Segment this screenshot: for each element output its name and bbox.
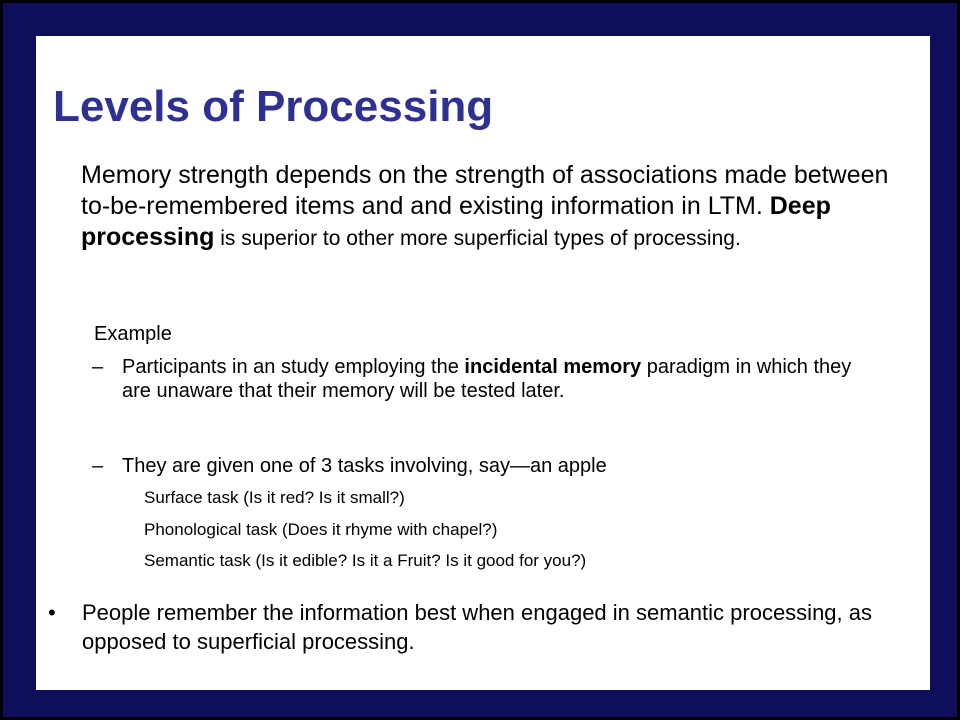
item-bold-term: incidental memory [464, 356, 642, 378]
slide-canvas: Levels of Processing Memory strength dep… [36, 36, 930, 690]
list-item: – Participants in an study employing the… [92, 355, 872, 403]
bullet-marker: • [48, 600, 56, 625]
sub-list-item: Surface task (Is it red? Is it small?) [144, 488, 405, 507]
list-item-text: They are given one of 3 tasks involving,… [122, 455, 607, 477]
intro-text-2: is superior to other more superficial ty… [214, 227, 741, 250]
dash-marker: – [92, 455, 104, 477]
dash-marker: – [92, 356, 104, 378]
list-item-text: Participants in an study employing the i… [122, 355, 872, 403]
example-label: Example [94, 323, 172, 345]
intro-paragraph: Memory strength depends on the strength … [81, 160, 911, 254]
intro-text-1: Memory strength depends on the strength … [81, 161, 889, 220]
item-text-2: paradigm in which they are unaware that … [122, 356, 852, 402]
sub-list-item: Semantic task (Is it edible? Is it a Fru… [144, 551, 587, 570]
conclusion-text: People remember the information best whe… [82, 600, 873, 654]
item-text-1: Participants in an study employing the [122, 356, 465, 378]
intro-bold-term: Deep processing [81, 192, 831, 251]
slide-title: Levels of Processing [53, 82, 494, 131]
conclusion-bullet: • People remember the information best w… [48, 598, 908, 656]
sub-list-item: Phonological task (Does it rhyme with ch… [144, 520, 498, 539]
list-item: – They are given one of 3 tasks involvin… [92, 454, 872, 478]
